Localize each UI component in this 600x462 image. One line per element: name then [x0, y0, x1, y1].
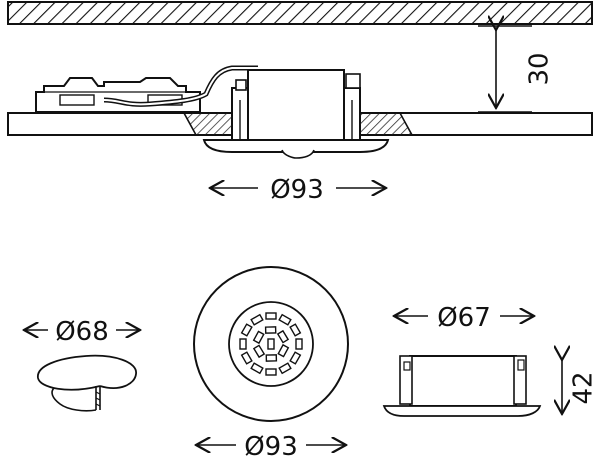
led-chip	[250, 313, 264, 326]
trim-ring-side	[202, 139, 390, 159]
led-chip	[250, 362, 264, 375]
diameter-dimension-side: Ø93	[210, 175, 386, 205]
height-dimension-30: 30	[478, 26, 555, 113]
diameter-dimension-front: Ø93	[196, 432, 346, 462]
dimension-label-93-side: Ø93	[270, 175, 324, 205]
led-chip	[289, 351, 302, 365]
led-chip	[289, 323, 302, 337]
dimension-label-42: 42	[569, 371, 599, 404]
cutout-dimension-68: Ø68	[24, 317, 140, 347]
dimension-label-68: Ø68	[55, 317, 109, 347]
housing-diameter-dimension: Ø67	[394, 303, 534, 333]
led-chip	[265, 312, 277, 320]
led-chip	[240, 323, 253, 337]
led-chip	[239, 338, 247, 350]
led-chip	[265, 354, 278, 362]
led-chip	[295, 338, 303, 350]
led-array-icon	[239, 312, 303, 376]
led-chip	[278, 362, 292, 375]
led-chip-center	[267, 338, 275, 350]
housing-side-view	[231, 69, 361, 144]
led-chip	[277, 343, 290, 358]
connection-cable	[103, 65, 258, 107]
led-driver	[35, 77, 201, 113]
led-chip	[276, 329, 290, 344]
dimension-label-30: 30	[525, 52, 555, 85]
led-chip	[252, 330, 265, 345]
led-chip	[264, 326, 277, 334]
board-cutout-section	[182, 112, 414, 136]
dimension-label-93-front: Ø93	[244, 432, 298, 462]
led-chip	[278, 313, 292, 326]
housing-small-view	[382, 355, 542, 417]
ceiling-slab	[7, 1, 593, 25]
spring-clip-icon	[37, 354, 137, 412]
led-chip	[240, 351, 253, 365]
housing-height-dimension: 42	[562, 360, 599, 414]
dimension-label-67: Ø67	[437, 303, 491, 333]
led-chip	[265, 368, 277, 376]
led-chip	[252, 344, 266, 359]
